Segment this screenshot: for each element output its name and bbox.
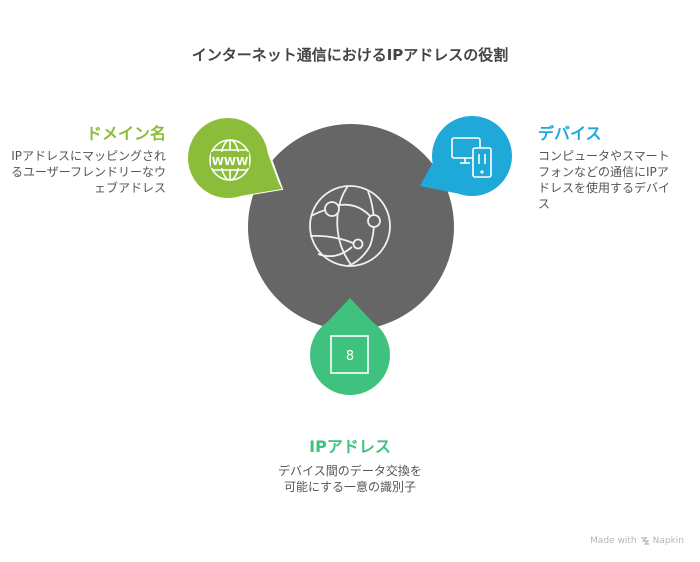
- napkin-logo-icon: [640, 537, 650, 545]
- footer-text: Made with: [590, 536, 637, 546]
- domain-description: IPアドレスにマッピングされるユーザーフレンドリーなウェブアドレス: [10, 149, 166, 195]
- diagram-title: インターネット通信におけるIPアドレスの役割: [191, 46, 509, 64]
- footer-credit: Made with Napkin: [590, 536, 684, 546]
- www-globe-icon: WWW: [209, 139, 251, 181]
- domain-pin: WWW: [187, 116, 284, 200]
- ip-pin: 8: [310, 298, 390, 395]
- number-box-icon-text: 8: [346, 349, 354, 364]
- ip-heading: IPアドレス: [309, 437, 391, 456]
- device-heading: デバイス: [538, 124, 602, 143]
- center-circle: [248, 124, 454, 330]
- svg-text:WWW: WWW: [212, 155, 248, 168]
- device-pin: [420, 116, 512, 196]
- ip-description: デバイス間のデータ交換を可能にする一意の識別子: [278, 464, 422, 494]
- device-description: コンピュータやスマートフォンなどの通信にIPアドレスを使用するデバイス: [538, 149, 671, 211]
- devices-icon: [451, 137, 492, 178]
- network-globe-icon: [309, 185, 391, 267]
- number-box-icon: 8: [330, 335, 369, 374]
- domain-heading: ドメイン名: [85, 124, 166, 143]
- footer-brand: Napkin: [652, 536, 684, 546]
